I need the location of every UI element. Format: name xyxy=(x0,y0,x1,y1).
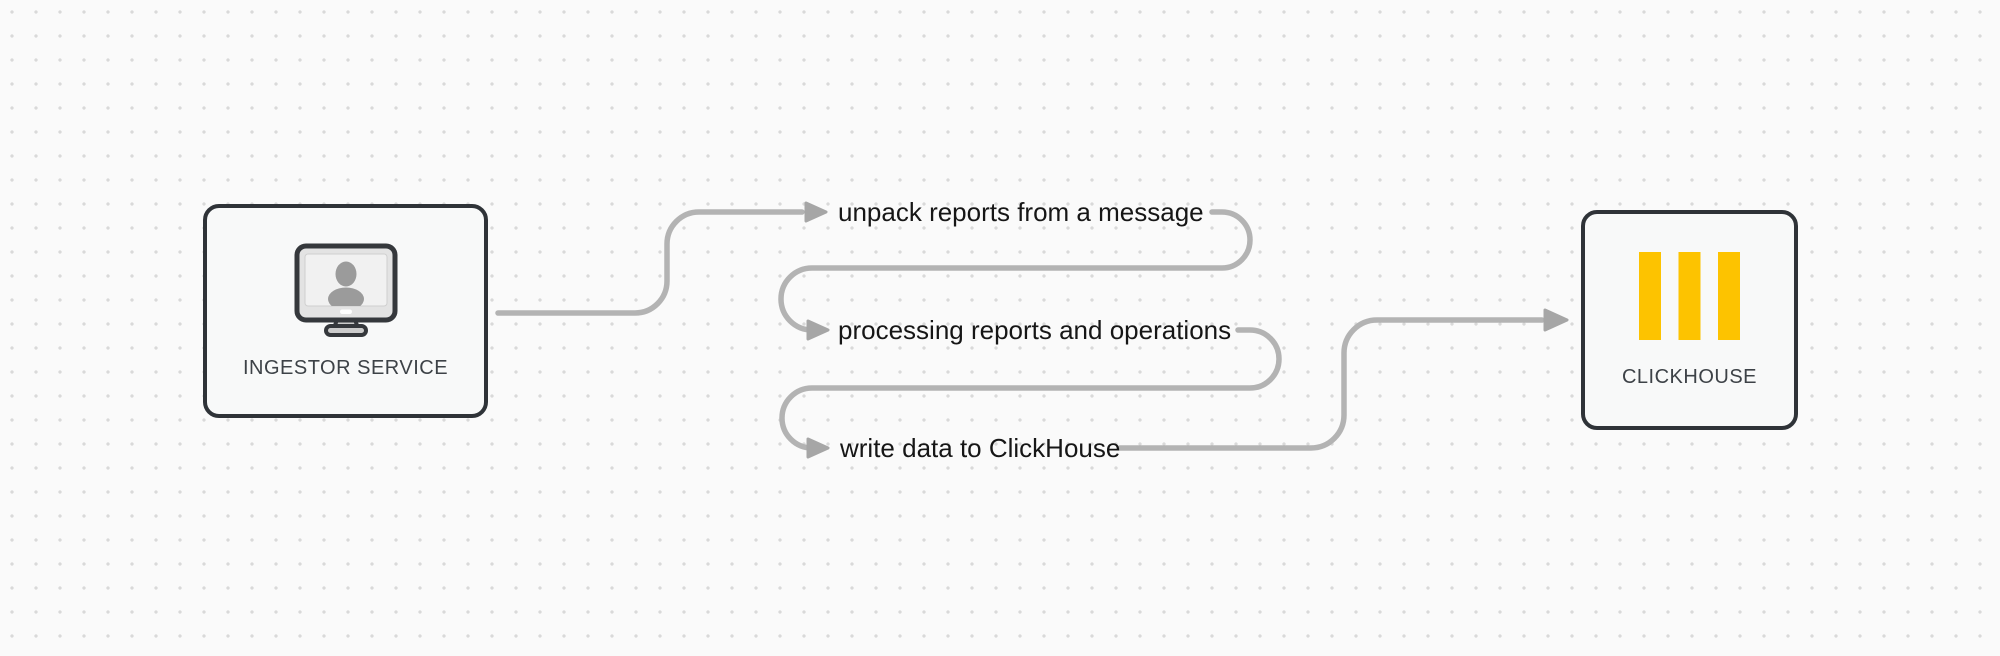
connector-ingestor-to-step1 xyxy=(495,209,805,316)
step-label-write-data: write data to ClickHouse xyxy=(840,433,1121,463)
node-label-clickhouse: CLICKHOUSE xyxy=(1621,365,1758,388)
step-label-unpack-reports: unpack reports from a message xyxy=(838,197,1204,227)
connector-step2-to-step3 xyxy=(779,327,1282,451)
node-clickhouse: CLICKHOUSE xyxy=(1581,210,1798,430)
step-label-processing-reports: processing reports and operations xyxy=(838,315,1232,345)
monitor-user-icon xyxy=(294,243,397,337)
arrowhead-step2-icon xyxy=(806,319,830,341)
clickhouse-logo-icon xyxy=(1639,251,1740,340)
user-silhouette-icon xyxy=(327,261,364,306)
arrowhead-step1-icon xyxy=(804,201,828,223)
node-ingestor-service: INGESTOR SERVICE xyxy=(203,204,488,418)
arrowhead-clickhouse-icon xyxy=(1543,308,1569,332)
connector-step1-to-step2 xyxy=(778,209,1253,333)
arrowhead-step3-icon xyxy=(806,437,830,459)
node-label-ingestor-service: INGESTOR SERVICE xyxy=(242,356,449,379)
